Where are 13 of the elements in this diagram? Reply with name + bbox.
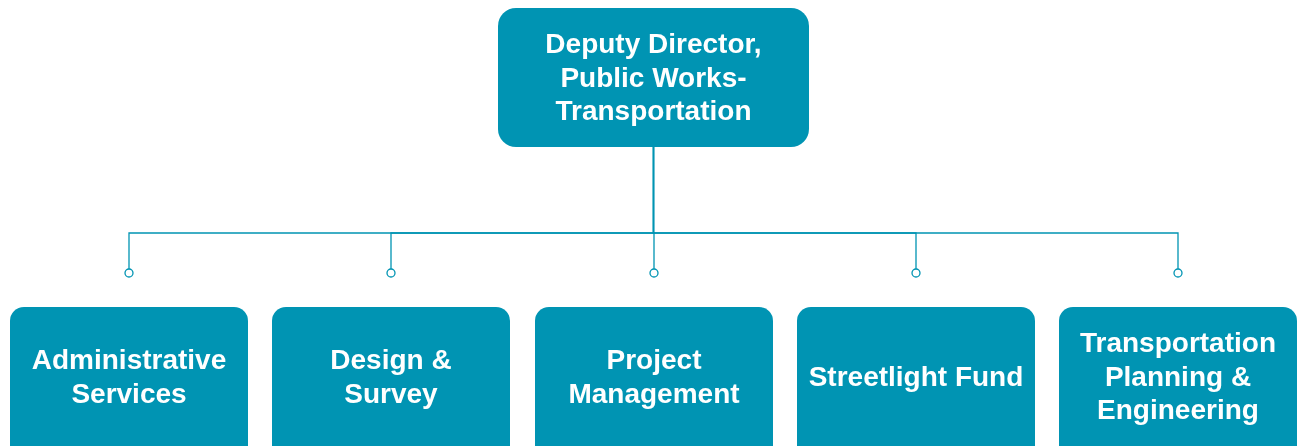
box-title: Administrative Services [30,342,228,411]
connector-line [652,146,1183,278]
box-title: Project Management [567,342,741,411]
box-title: Design & Survey [329,342,453,411]
org-box [10,307,248,446]
org-box [797,307,1035,446]
box-title: Streetlight Fund [808,359,1024,394]
box-title: Transportation Planning & Engineering [1079,326,1277,427]
box-title: Deputy Director, Public Works-Transportation [544,27,763,128]
org-box [272,307,510,446]
org-box [1059,307,1297,446]
org-box [535,307,773,446]
org-box [498,8,809,147]
